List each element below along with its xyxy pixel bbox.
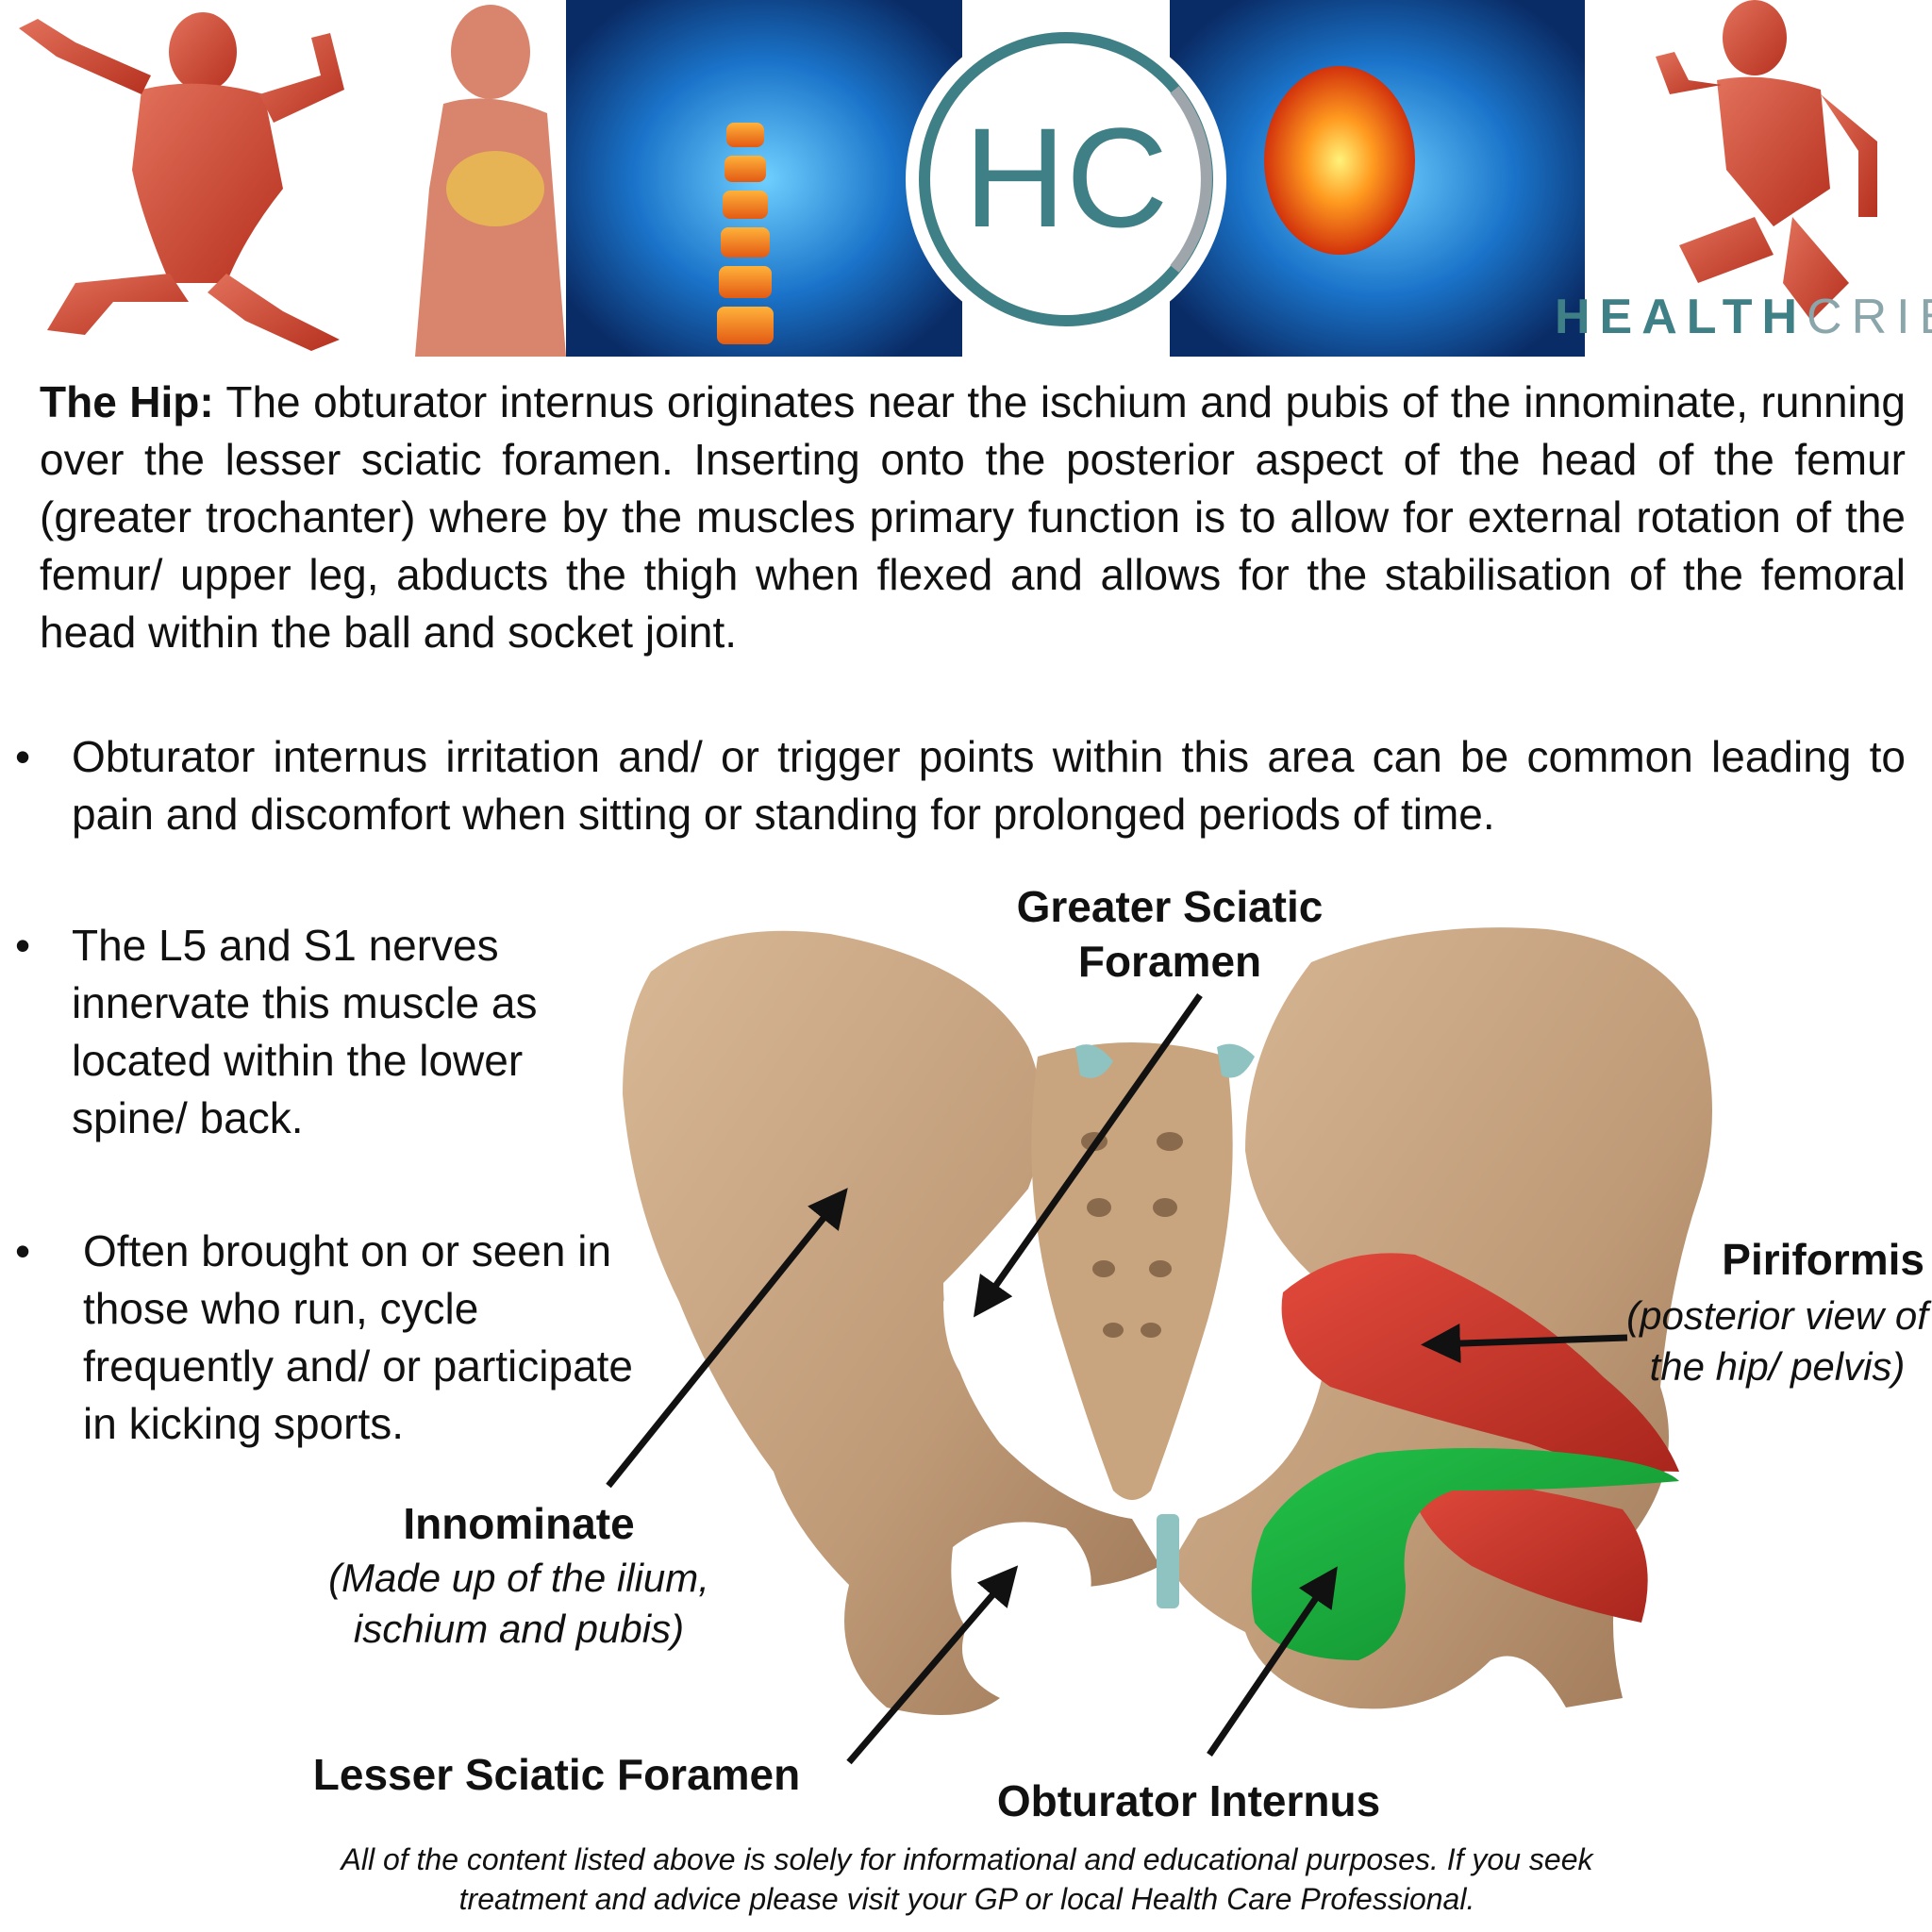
spine-illustration [717,123,774,344]
logo-monogram: HC [964,98,1169,257]
sacral-foramina [1081,1132,1183,1338]
pelvis-figure [0,887,1932,1774]
bullet-marker: • [15,732,31,781]
bullet-marker: • [15,1226,31,1275]
label-innominate: Innominate [403,1499,635,1548]
sacral-cartilage [1075,1044,1113,1078]
label-lesser-sciatic-foramen: Lesser Sciatic Foramen [312,1750,801,1799]
arrow-lesser-sciatic-foramen [846,1565,1019,1765]
label-innominate-note: (Made up of the ilium, ischium and pubis… [328,1556,709,1651]
brand-secondary: CRIB [1807,290,1932,344]
bullet-item: • The L5 and S1 nerves innervate this mu… [15,917,619,1153]
sacral-cartilage [1217,1043,1255,1078]
bullet-text: Often brought on or seen in those who ru… [83,1226,634,1448]
brand-primary: HEALTH [1555,290,1807,344]
obturator-internus-muscle [1251,1448,1679,1660]
gemellus-muscle [1406,1472,1648,1623]
sacrum [1031,1042,1233,1500]
muscle-figure-left [19,12,344,351]
left-ilium [623,930,1160,1715]
bullet-item: • Obturator internus irritation and/ or … [15,728,1906,851]
header-banner: HC HEALTHCRIB [0,0,1932,357]
anatomy-figure-woman [415,5,566,357]
bullet-text: Obturator internus irritation and/ or tr… [72,732,1906,839]
banner-illustration: HC [19,0,1877,357]
brand-name: HEALTHCRIB [1555,289,1932,345]
bullet-item: • Often brought on or seen in those who … [15,1223,638,1524]
pubic-symphysis [1157,1514,1179,1608]
disclaimer: All of the content listed above is solel… [341,1842,1593,1916]
bullet-marker: • [15,921,31,970]
intro-lead: The Hip: [40,377,214,426]
intro-paragraph: The Hip: The obturator internus originat… [40,374,1906,661]
label-piriformis: Piriformis [1722,1235,1924,1284]
piriformis-muscle [1281,1253,1679,1472]
bullet-text: The L5 and S1 nerves innervate this musc… [72,921,538,1142]
label-obturator-internus: Obturator Internus [996,1776,1381,1825]
muscle-figure-right [1656,0,1877,321]
label-piriformis-note: (posterior view of the hip/ pelvis) [1626,1293,1928,1389]
arrow-piriformis [1421,1324,1628,1364]
pelvis-illustration [606,927,1712,1765]
hip-pain-glow [1264,66,1415,255]
arrow-greater-sciatic-foramen [973,992,1203,1318]
arrow-obturator-internus [1207,1566,1338,1757]
arrow-innominate [606,1188,848,1489]
intro-body: The obturator internus originates near t… [40,377,1907,657]
label-greater-sciatic-foramen: Greater Sciatic Foramen [1016,882,1324,986]
